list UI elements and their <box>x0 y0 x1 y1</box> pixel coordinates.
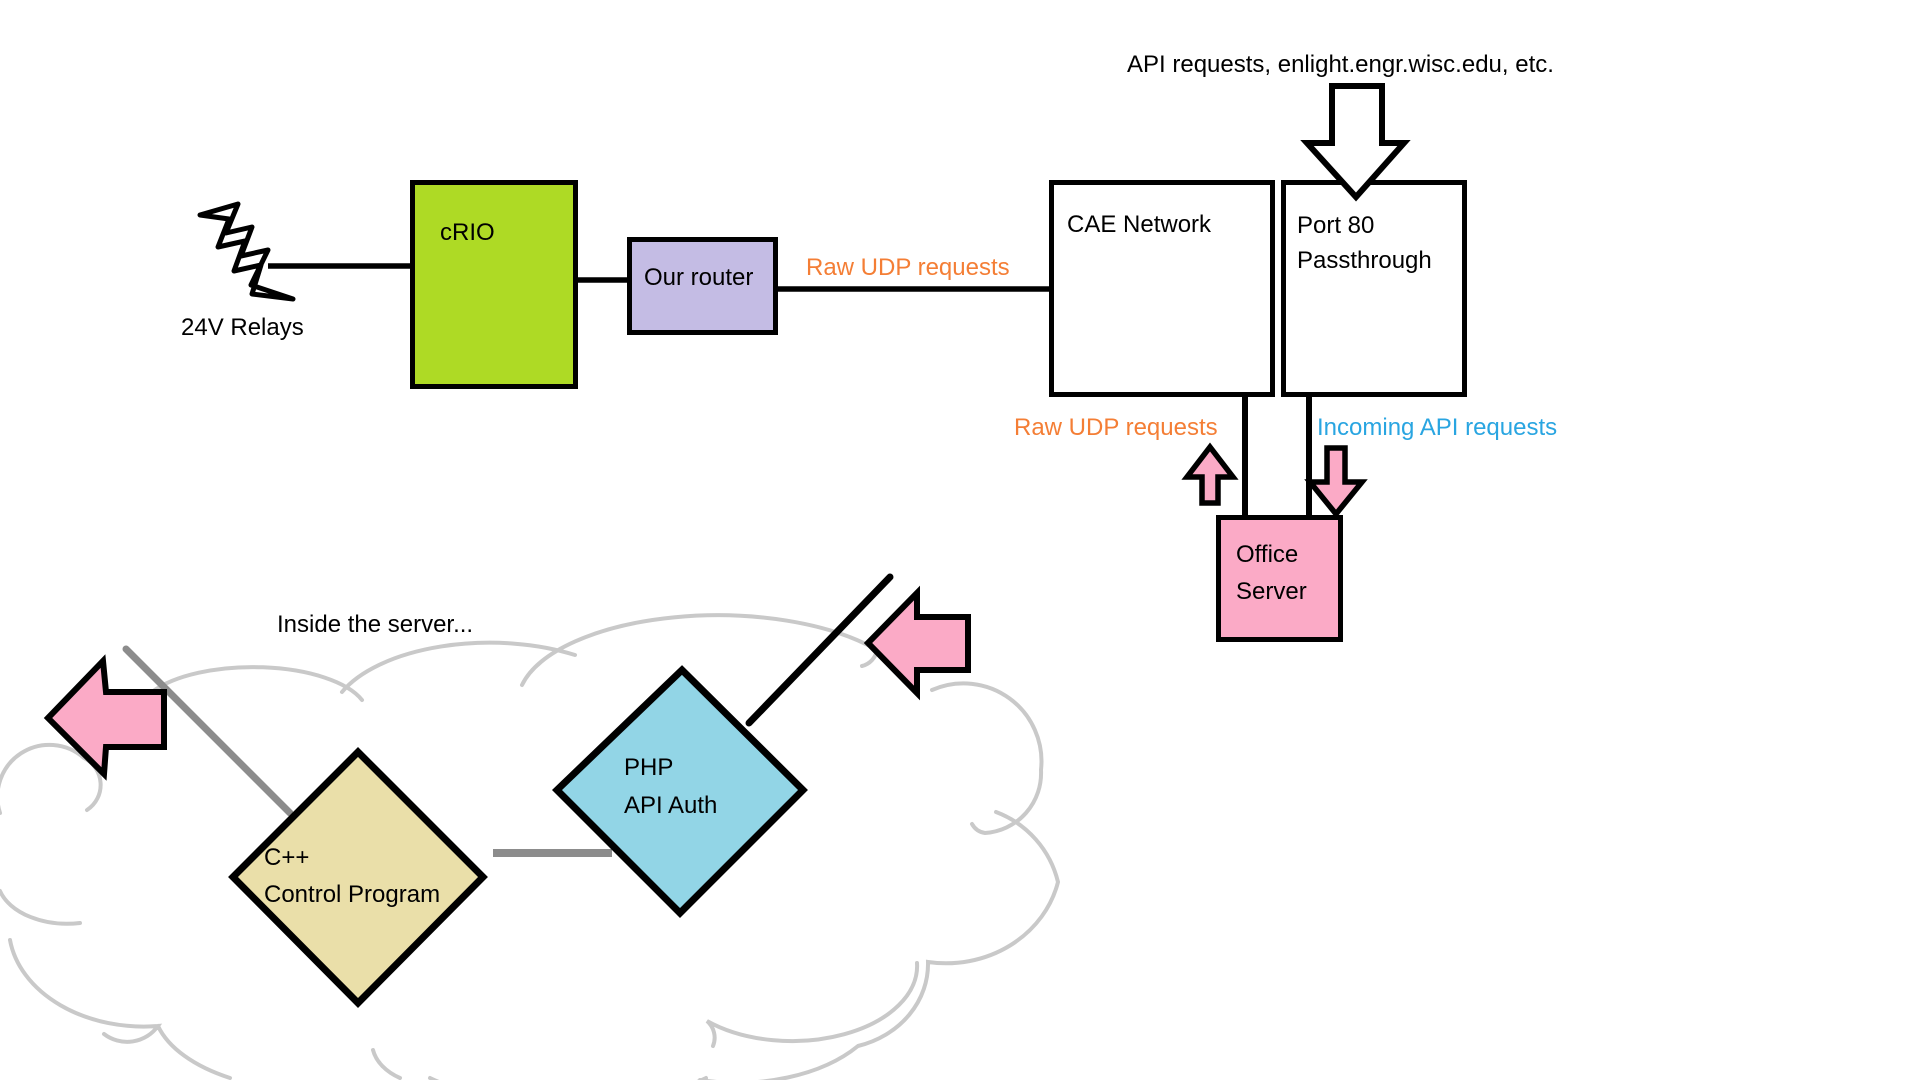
blocked-slash-gray <box>122 645 294 817</box>
cpp-label: C++ Control Program <box>264 839 440 913</box>
left-arrow-icon <box>43 654 167 781</box>
api-requests-label: API requests, enlight.engr.wisc.edu, etc… <box>1127 51 1554 78</box>
relays-label: 24V Relays <box>181 314 304 341</box>
raw-udp-label-bottom: Raw UDP requests <box>1014 414 1218 441</box>
php-label-line2: API Auth <box>624 792 718 819</box>
cpp-label-line1: C++ <box>264 844 310 871</box>
php-label-line1: PHP <box>624 754 674 781</box>
down-arrow-icon <box>1304 445 1368 519</box>
incoming-api-label: Incoming API requests <box>1317 414 1558 441</box>
blocked-slash-black <box>745 573 894 727</box>
inside-server-label: Inside the server... <box>277 611 474 638</box>
lightning-bolt-icon <box>197 201 296 302</box>
office-server-box <box>1216 515 1343 642</box>
up-arrow-icon <box>1181 442 1239 506</box>
port80-label: Port 80 Passthrough <box>1297 208 1432 278</box>
cae-network-label: CAE Network <box>1067 211 1212 238</box>
left-arrow-icon <box>863 585 971 701</box>
port80-passthrough-box <box>1281 180 1467 397</box>
raw-udp-label-top: Raw UDP requests <box>806 254 1010 281</box>
cloud-outline <box>0 613 1061 1080</box>
crio-label: cRIO <box>440 219 495 246</box>
office-server-label: Office Server <box>1236 536 1307 610</box>
router-box <box>627 237 778 335</box>
port80-label-line2: Passthrough <box>1297 247 1432 274</box>
office-label-line1: Office <box>1236 541 1299 568</box>
office-label-line2: Server <box>1236 578 1307 605</box>
router-label: Our router <box>644 264 754 291</box>
crio-box <box>410 180 578 389</box>
cpp-label-line2: Control Program <box>264 881 441 908</box>
port80-label-line1: Port 80 <box>1297 212 1375 239</box>
php-label: PHP API Auth <box>624 749 717 825</box>
